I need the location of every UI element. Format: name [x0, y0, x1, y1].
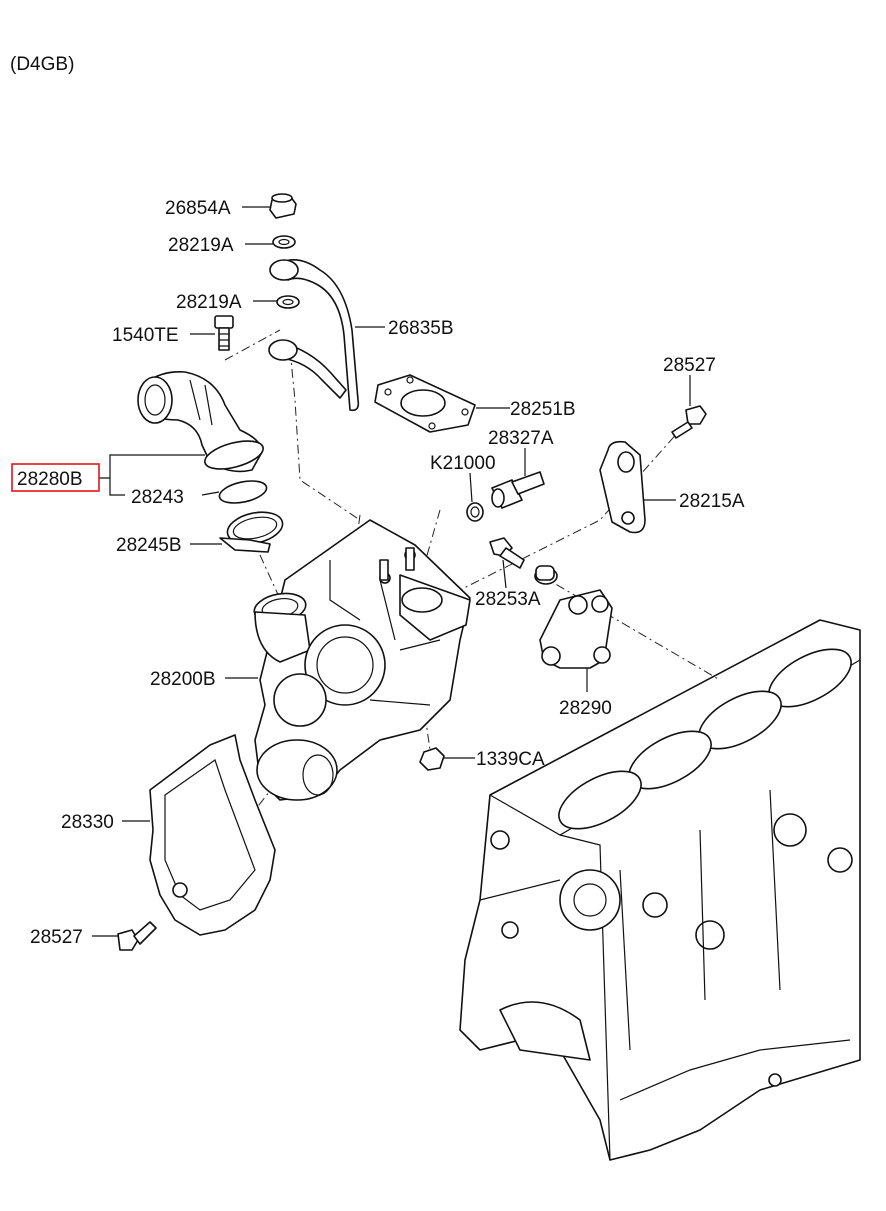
label-28245B[interactable]: 28245B — [116, 535, 182, 556]
nut-1339CA — [419, 747, 445, 771]
banjo-bolt-26854A — [269, 193, 297, 219]
oil-return-adapter-28290 — [539, 589, 613, 669]
engine-code-title: (D4GB) — [10, 54, 74, 75]
label-26854A[interactable]: 26854A — [165, 198, 231, 219]
label-26835B[interactable]: 26835B — [388, 318, 454, 339]
washer-28219A-top — [272, 235, 296, 249]
o-ring-K21000 — [466, 502, 484, 522]
part-labels: 26854A 28219A 28219A 1540TE 26835B 28251… — [11, 198, 745, 948]
label-28280B[interactable]: 28280B — [17, 469, 83, 490]
label-1540TE[interactable]: 1540TE — [112, 325, 179, 346]
label-28327A[interactable]: 28327A — [488, 428, 554, 449]
label-28527-top[interactable]: 28527 — [663, 355, 716, 376]
bolt-1540TE — [214, 315, 234, 351]
label-28251B[interactable]: 28251B — [510, 399, 576, 420]
screw-28527-top — [671, 405, 707, 439]
gasket-28251B — [374, 374, 476, 433]
engine-block-illustration — [459, 619, 861, 1161]
selected-part-highlight — [11, 463, 100, 492]
sealing-ring-28243 — [218, 480, 268, 504]
heat-shield-28330 — [149, 734, 276, 936]
leader-lines — [92, 206, 691, 937]
inlet-hose-28280B — [137, 371, 264, 473]
label-K21000[interactable]: K21000 — [430, 453, 496, 474]
label-28215A[interactable]: 28215A — [679, 491, 745, 512]
screw-28527-bottom — [117, 921, 157, 951]
label-28527-bottom[interactable]: 28527 — [30, 927, 83, 948]
turbocharger-28200B — [253, 519, 471, 801]
label-28219A-mid[interactable]: 28219A — [176, 292, 242, 313]
bolt-28253A — [489, 537, 558, 585]
label-28253A[interactable]: 28253A — [475, 589, 541, 610]
hose-clamp-28245B — [219, 511, 284, 553]
label-1339CA[interactable]: 1339CA — [476, 749, 545, 770]
label-28330[interactable]: 28330 — [61, 812, 114, 833]
bracket-28215A — [599, 440, 646, 534]
label-28219A-top[interactable]: 28219A — [168, 235, 234, 256]
label-28200B[interactable]: 28200B — [150, 669, 216, 690]
label-28290[interactable]: 28290 — [559, 698, 612, 719]
washer-28219A-mid — [276, 295, 300, 309]
label-28243[interactable]: 28243 — [131, 487, 184, 508]
fitting-28327A — [491, 471, 545, 509]
oil-feed-pipe-26835B — [268, 259, 360, 412]
